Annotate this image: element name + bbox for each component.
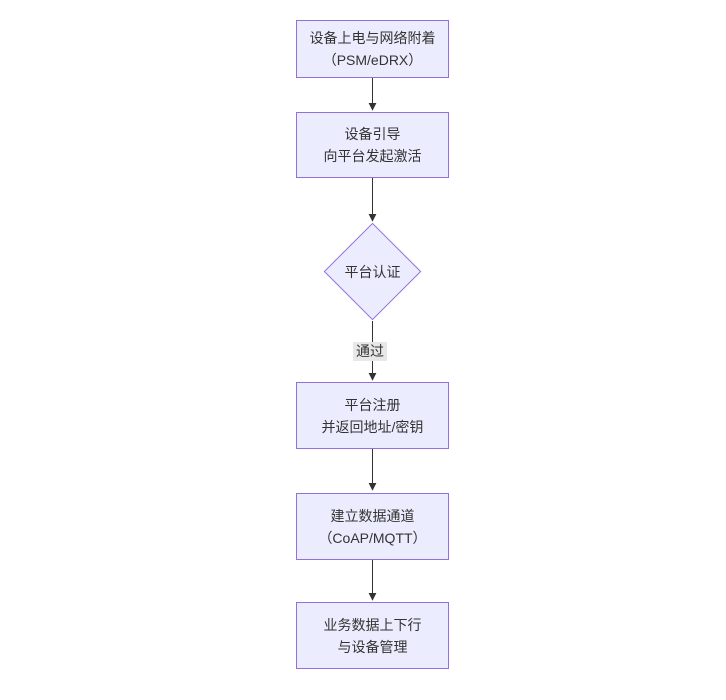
node-bootstrap: 设备引导 向平台发起激活 bbox=[296, 112, 449, 178]
node-business-line1: 业务数据上下行 bbox=[323, 616, 422, 633]
node-register-line2: 并返回地址/密钥 bbox=[321, 418, 424, 435]
node-data-channel-line1: 建立数据通道 bbox=[330, 507, 415, 524]
node-business-line2: 与设备管理 bbox=[337, 638, 408, 655]
node-data-channel: 建立数据通道 （CoAP/MQTT） bbox=[296, 493, 449, 560]
node-register: 平台注册 并返回地址/密钥 bbox=[296, 382, 449, 449]
node-power-attach-line2: （PSM/eDRX） bbox=[322, 52, 423, 68]
edge-label-pass: 通过 bbox=[353, 342, 387, 361]
node-bootstrap-line1: 设备引导 bbox=[344, 126, 401, 142]
node-power-attach: 设备上电与网络附着 （PSM/eDRX） bbox=[296, 20, 449, 78]
node-platform-auth: 平台认证 bbox=[344, 264, 401, 280]
node-bootstrap-line2: 向平台发起激活 bbox=[323, 148, 422, 164]
node-data-channel-line2: （CoAP/MQTT） bbox=[318, 529, 427, 546]
node-register-line1: 平台注册 bbox=[344, 396, 401, 413]
node-power-attach-line1: 设备上电与网络附着 bbox=[309, 30, 436, 46]
node-business: 业务数据上下行 与设备管理 bbox=[296, 602, 449, 669]
